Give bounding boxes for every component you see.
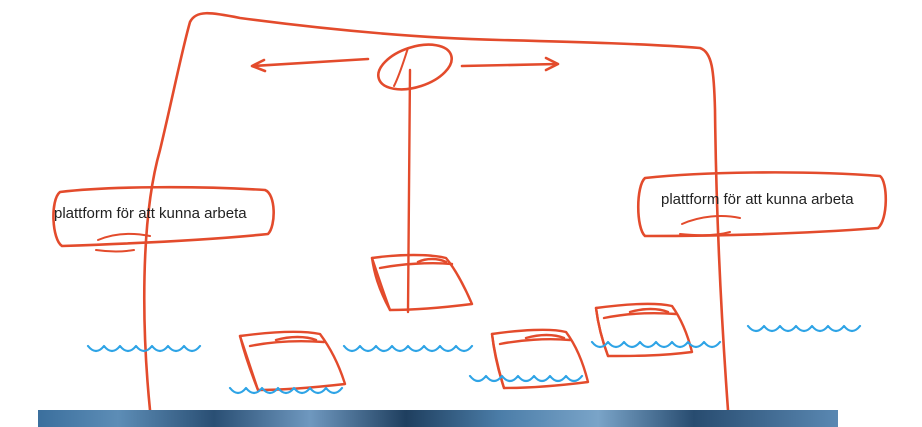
module-floating-3: [596, 304, 692, 356]
module-hanging: [372, 255, 472, 310]
water-waves: [88, 326, 860, 393]
arrow-left-icon: [252, 59, 368, 71]
photo-strip-image: [38, 410, 838, 427]
module-floating-1: [240, 332, 345, 390]
platform-curl-right: [680, 216, 740, 235]
hoist-line: [408, 70, 410, 312]
platform-label-right: plattform för att kunna arbeta: [661, 191, 854, 208]
crane-trolley: [373, 36, 458, 98]
platform-label-left: plattform för att kunna arbeta: [54, 205, 247, 222]
arrow-right-icon: [462, 58, 558, 70]
